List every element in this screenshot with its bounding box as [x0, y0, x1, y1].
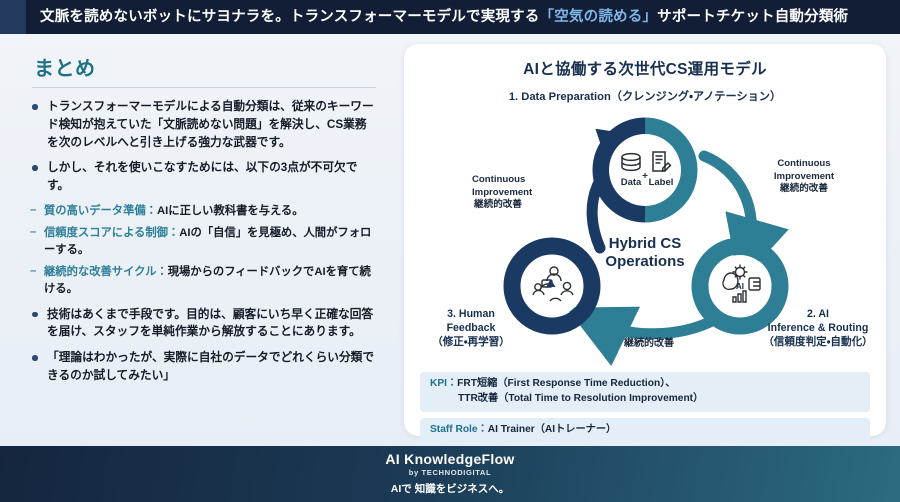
node-data-preparation	[592, 117, 698, 223]
sub-item-text: AIに正しい教科書を与える。	[156, 204, 304, 217]
ai-line2: Inference & Routing	[767, 321, 869, 334]
ci-left-line1: Continuous	[472, 174, 526, 185]
sub-item-text: AIの「自信」を見極め、人間がフォローする。	[44, 226, 372, 256]
list-item: 信頼度スコアによる制御：AIの「自信」を見極め、人間がフォローする。	[30, 224, 378, 259]
hf-line1: 3. Human	[447, 308, 495, 320]
label-human-feedback: 3. Human Feedback （修正・再学習）	[410, 308, 532, 349]
page-title-before: 文脈を読めないボットにサヨナラを。トランスフォーマーモデルで実現する	[40, 8, 540, 25]
kpi-value-2: TTR改善（Total Time to Resolution Improveme…	[458, 392, 704, 404]
summary-panel: まとめ トランスフォーマーモデルによる自動分類は、従来のキーワード検知が抱えてい…	[0, 34, 400, 446]
header-accent-block	[0, 0, 26, 34]
staff-role-value: AI Trainer（AIトレーナー）	[487, 423, 617, 435]
list-item: 技術はあくまで手段です。目的は、顧客にいち早く正確な回答を届け、スタッフを単純作…	[30, 306, 378, 342]
ci-right-line1: Continuous	[777, 158, 831, 169]
sub-item-text: 現場からのフィードバックでAIを育て続ける。	[44, 265, 371, 295]
summary-sub-list: 質の高いデータ準備：AIに正しい教科書を与える。 信頼度スコアによる制御：AIの…	[30, 202, 378, 298]
label-continuous-improvement-right: Continuous Improvement 継続的改善	[752, 158, 856, 196]
cycle-diagram: Data + Label	[404, 106, 886, 368]
cycle-diagram-svg: Data + Label	[503, 117, 789, 367]
footer-subbrand: by TECHNODIGITAL	[408, 468, 492, 478]
label-ai-inference-routing: 2. AI Inference & Routing （信頼度判定・自動化）	[752, 308, 884, 349]
footer-brand: AI KnowledgeFlow	[385, 450, 515, 467]
label-bottom-continuous-improvement: 継続的改善	[624, 338, 674, 349]
staff-role-label: Staff Role：	[430, 423, 488, 435]
ai-line1: 2. AI	[807, 308, 829, 320]
list-item: しかし、それを使いこなすためには、以下の3点が不可欠です。	[30, 159, 378, 195]
page-title-after: サポートチケット自動分類術	[657, 8, 849, 25]
ci-right-line2: Improvement	[773, 170, 835, 182]
list-item: 「理論はわかったが、実際に自社のデータでどれくらい分類できるのか試してみたい」	[30, 349, 378, 385]
list-item: 継続的な改善サイクル：現場からのフィードバックでAIを育て続ける。	[30, 263, 378, 298]
metrics-bars: KPI：FRT短縮（First Response Time Reduction）…	[420, 372, 870, 448]
summary-bullet-list-tail: 技術はあくまで手段です。目的は、顧客にいち早く正確な回答を届け、スタッフを単純作…	[30, 306, 378, 385]
node-right-ai-label: AI	[736, 282, 744, 291]
sub-item-lead: 質の高いデータ準備：	[44, 204, 157, 217]
node-human-feedback	[503, 237, 601, 335]
center-label-line1: Hybrid CS	[609, 235, 682, 252]
page-title-highlight: 「空気の読める」	[539, 8, 658, 25]
kpi-bar: KPI：FRT短縮（First Response Time Reduction）…	[420, 372, 870, 412]
summary-bullet-list: トランスフォーマーモデルによる自動分類は、従来のキーワード検知が抱えていた「文脈…	[30, 98, 378, 195]
footer-tagline: AIで 知識をビジネスへ。	[390, 483, 510, 496]
diagram-card: AIと協働する次世代CS運用モデル 1. Data Preparation（クレ…	[404, 44, 886, 443]
ai-line3: （信頼度判定・自動化）	[763, 335, 873, 348]
hf-line3: （修正・再学習）	[432, 335, 510, 348]
kpi-label: KPI：	[430, 378, 458, 389]
diagram-step-top-label: 1. Data Preparation（クレンジング・アノテーション）	[508, 91, 782, 103]
list-item: 質の高いデータ準備：AIに正しい教科書を与える。	[30, 202, 378, 220]
footer-bar: AI KnowledgeFlow by TECHNODIGITAL AIで 知識…	[0, 446, 900, 502]
sub-item-lead: 継続的な改善サイクル：	[44, 265, 168, 278]
page-title: 文脈を読めないボットにサヨナラを。トランスフォーマーモデルで実現する「空気の読め…	[26, 10, 848, 25]
summary-divider	[32, 87, 376, 88]
sub-item-lead: 信頼度スコアによる制御：	[44, 226, 180, 239]
node-top-label-label: Label	[649, 177, 674, 188]
hf-line2: Feedback	[446, 321, 496, 334]
staff-role-bar: Staff Role：AI Trainer（AIトレーナー）	[420, 417, 870, 443]
node-top-label-data: Data	[621, 177, 642, 188]
node-ai-inference: AI	[691, 237, 789, 335]
list-item: トランスフォーマーモデルによる自動分類は、従来のキーワード検知が抱えていた「文脈…	[30, 98, 378, 151]
header-bar: 文脈を読めないボットにサヨナラを。トランスフォーマーモデルで実現する「空気の読め…	[0, 0, 900, 34]
diagram-title: AIと協働する次世代CS運用モデル	[523, 61, 767, 78]
label-continuous-improvement-left: Continuous Improvement 継続的改善	[442, 158, 546, 502]
summary-title: まとめ	[34, 58, 96, 80]
ci-left-line2: Improvement	[472, 186, 533, 198]
kpi-value-1: FRT短縮（First Response Time Reduction）、	[457, 378, 676, 389]
node-top-plus: +	[642, 171, 648, 182]
center-label-line2: Operations	[605, 253, 684, 270]
ci-right-line3: 継続的改善	[780, 183, 828, 195]
ci-left-line3: 継続的改善	[474, 199, 522, 211]
